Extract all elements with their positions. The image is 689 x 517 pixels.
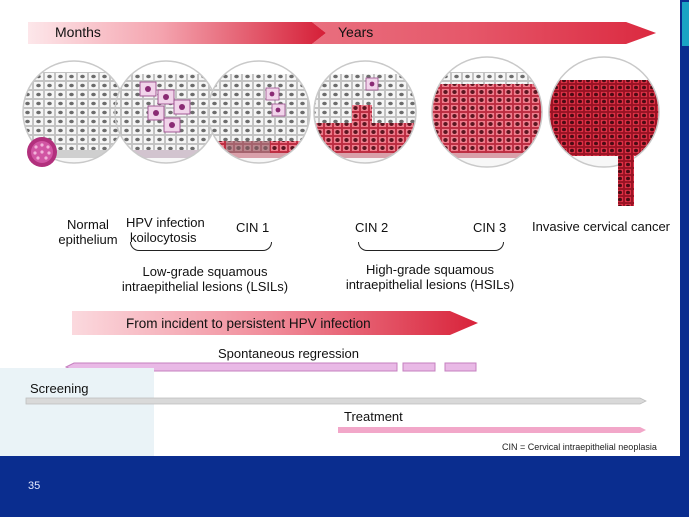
- circle-hpv-infection: [114, 60, 218, 164]
- stage-label-cin3: CIN 3: [473, 220, 507, 235]
- lsil-group-label-line1: Low-grade squamous: [142, 264, 268, 279]
- hsil-group-label: High-grade squamous intraepithelial lesi…: [330, 262, 530, 292]
- screening-label: Screening: [30, 381, 89, 396]
- right-edge-bar: [680, 0, 689, 456]
- lsil-group-label-line2: intraepithelial lesions (LSILs): [121, 279, 289, 294]
- timeline-arrow: [28, 22, 656, 44]
- timeline-months-label: Months: [55, 24, 101, 40]
- footer-bar: [0, 456, 689, 517]
- regression-dash: [444, 362, 477, 372]
- lsil-bracket: [130, 242, 272, 251]
- screening-bar: [25, 397, 647, 405]
- hpv-virus-particle: [27, 137, 57, 167]
- lsil-group-label: Low-grade squamous intraepithelial lesio…: [105, 264, 305, 294]
- stage-label-invasive: Invasive cervical cancer: [532, 219, 670, 234]
- stage-label-cin1: CIN 1: [236, 220, 270, 235]
- treatment-bar: [338, 427, 646, 433]
- right-edge-accent: [682, 2, 689, 46]
- cervical-progression-diagram: [0, 22, 660, 456]
- page-number: 35: [28, 480, 41, 492]
- circle-cin2: [313, 60, 417, 164]
- stage-label-hpv-line2: koilocytosis: [130, 230, 197, 245]
- stage-label-hpv: HPV infection koilocytosis: [126, 215, 205, 245]
- regression-dash: [402, 362, 436, 372]
- circle-cin1: [207, 60, 311, 164]
- incident-persistent-arrow: [72, 311, 478, 335]
- stage-label-cin2: CIN 2: [355, 220, 389, 235]
- circle-invasive-cancer: [548, 56, 660, 206]
- timeline-years-label: Years: [338, 24, 374, 40]
- incident-arrow-label: From incident to persistent HPV infectio…: [126, 316, 371, 331]
- regression-label: Spontaneous regression: [218, 346, 359, 361]
- circle-normal-epithelium: [22, 60, 126, 164]
- stage-label-hpv-line1: HPV infection: [126, 215, 205, 230]
- treatment-label: Treatment: [344, 409, 403, 424]
- screening-panel-background: [0, 368, 154, 456]
- cin-footnote: CIN = Cervical intraepithelial neoplasia: [502, 442, 657, 452]
- timeline-months-segment: [28, 22, 326, 44]
- hsil-group-label-line2: intraepithelial lesions (HSILs): [345, 277, 515, 292]
- stage-label-normal: Normal epithelium: [45, 217, 131, 247]
- invasion-column: [618, 150, 634, 206]
- hsil-group-label-line1: High-grade squamous: [366, 262, 494, 277]
- hsil-bracket: [358, 242, 504, 251]
- stage-label-normal-line2: epithelium: [58, 232, 118, 247]
- circle-cin3: [431, 56, 543, 168]
- stage-label-normal-line1: Normal: [67, 217, 109, 232]
